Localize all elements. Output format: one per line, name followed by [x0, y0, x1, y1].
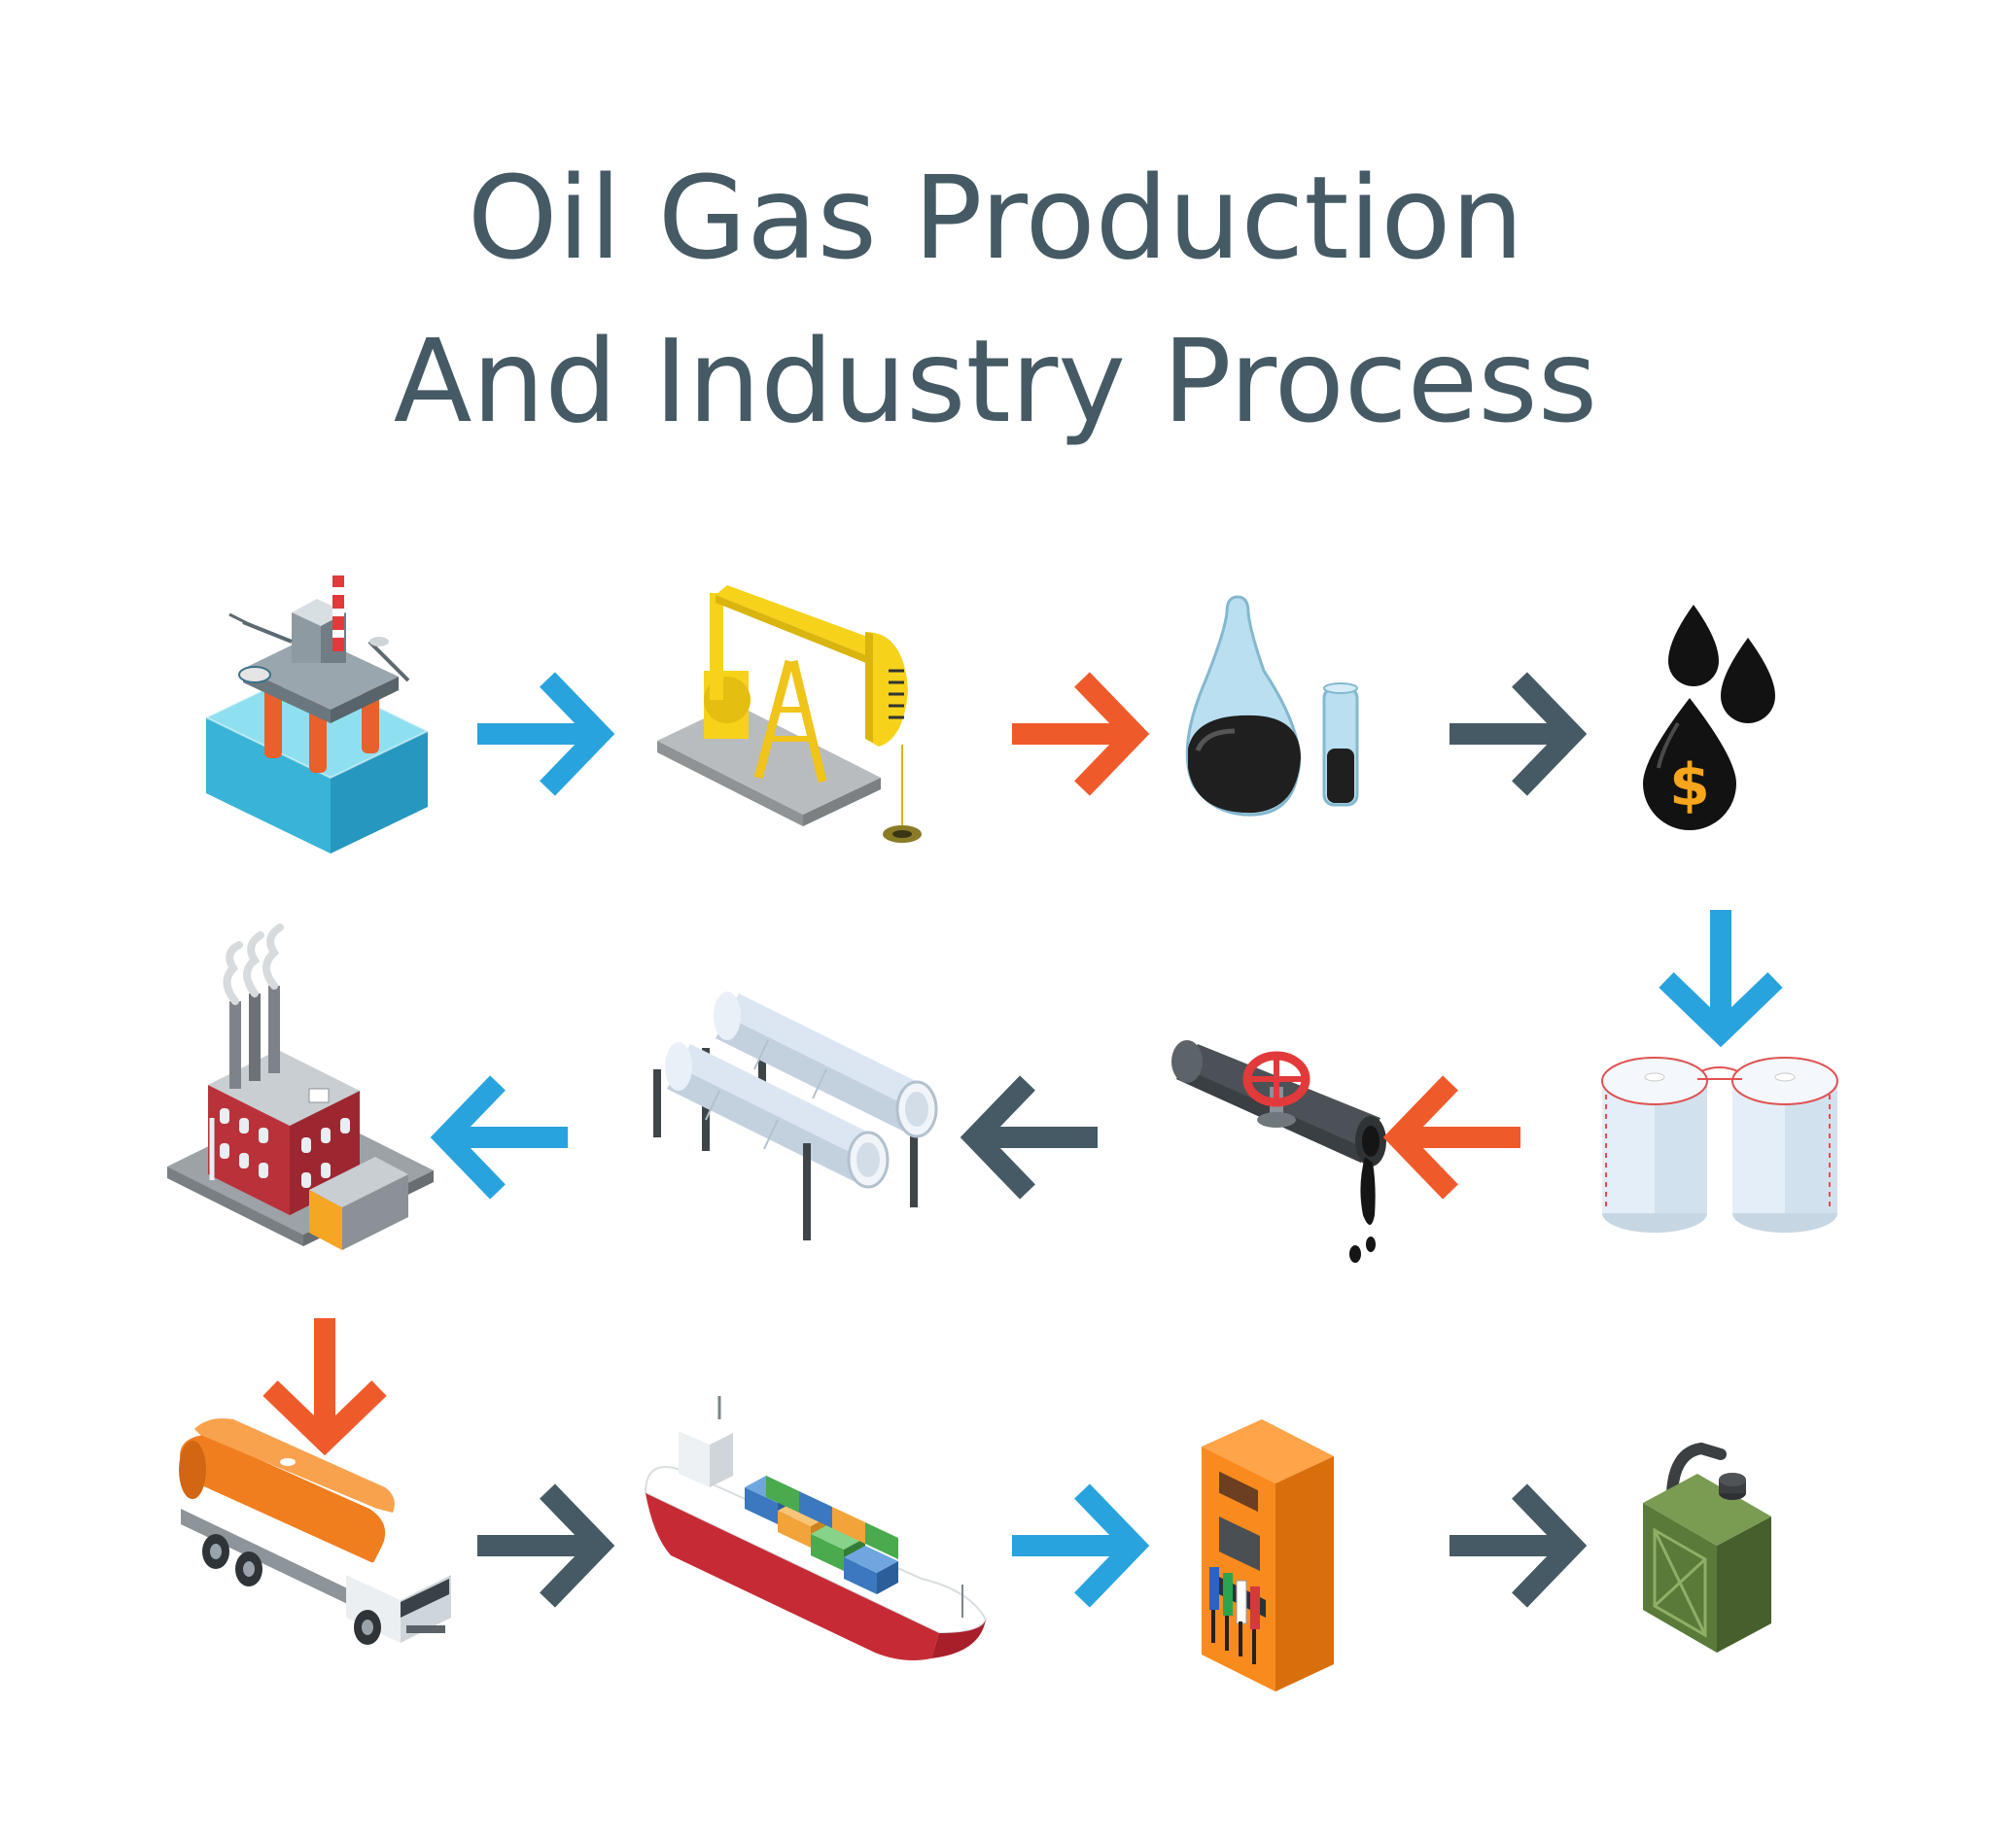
storage-tanks-icon [1601, 1057, 1838, 1233]
svg-text:$: $ [1669, 751, 1710, 819]
oil-drops-dollar-icon: $ [1643, 605, 1775, 830]
jerrycan-icon [1643, 1442, 1771, 1653]
fuel-truck-icon [179, 1418, 451, 1645]
flow-arrow-9-right [477, 1483, 615, 1608]
flow-arrow-3-right [1450, 672, 1588, 796]
title-line-1: Oil Gas Production [467, 151, 1524, 285]
oil-flask-icon [1185, 595, 1359, 817]
flow-arrow-7-left [430, 1075, 568, 1200]
pumpjack-icon [657, 585, 922, 843]
flow-arrow-8-down [262, 1318, 387, 1456]
title-line-2: And Industry Process [393, 314, 1598, 448]
arrow-layer [262, 672, 1783, 1608]
flow-arrow-1-right [477, 672, 615, 796]
flow-arrow-6-left [960, 1075, 1098, 1200]
pipelines-icon [653, 992, 938, 1240]
flow-arrow-2-right [1012, 672, 1150, 796]
flow-arrow-10-right [1012, 1483, 1150, 1608]
container-ship-icon [644, 1396, 988, 1660]
offshore-rig-icon [203, 575, 431, 854]
factory-icon [167, 924, 434, 1250]
pipe-valve-icon [1171, 1040, 1386, 1263]
flow-arrow-4-down [1659, 910, 1783, 1048]
gas-pump-icon [1202, 1419, 1334, 1691]
page-title: Oil Gas Production And Industry Process [0, 136, 1991, 463]
flow-arrow-5-left [1382, 1075, 1520, 1200]
flow-arrow-11-right [1450, 1483, 1588, 1608]
